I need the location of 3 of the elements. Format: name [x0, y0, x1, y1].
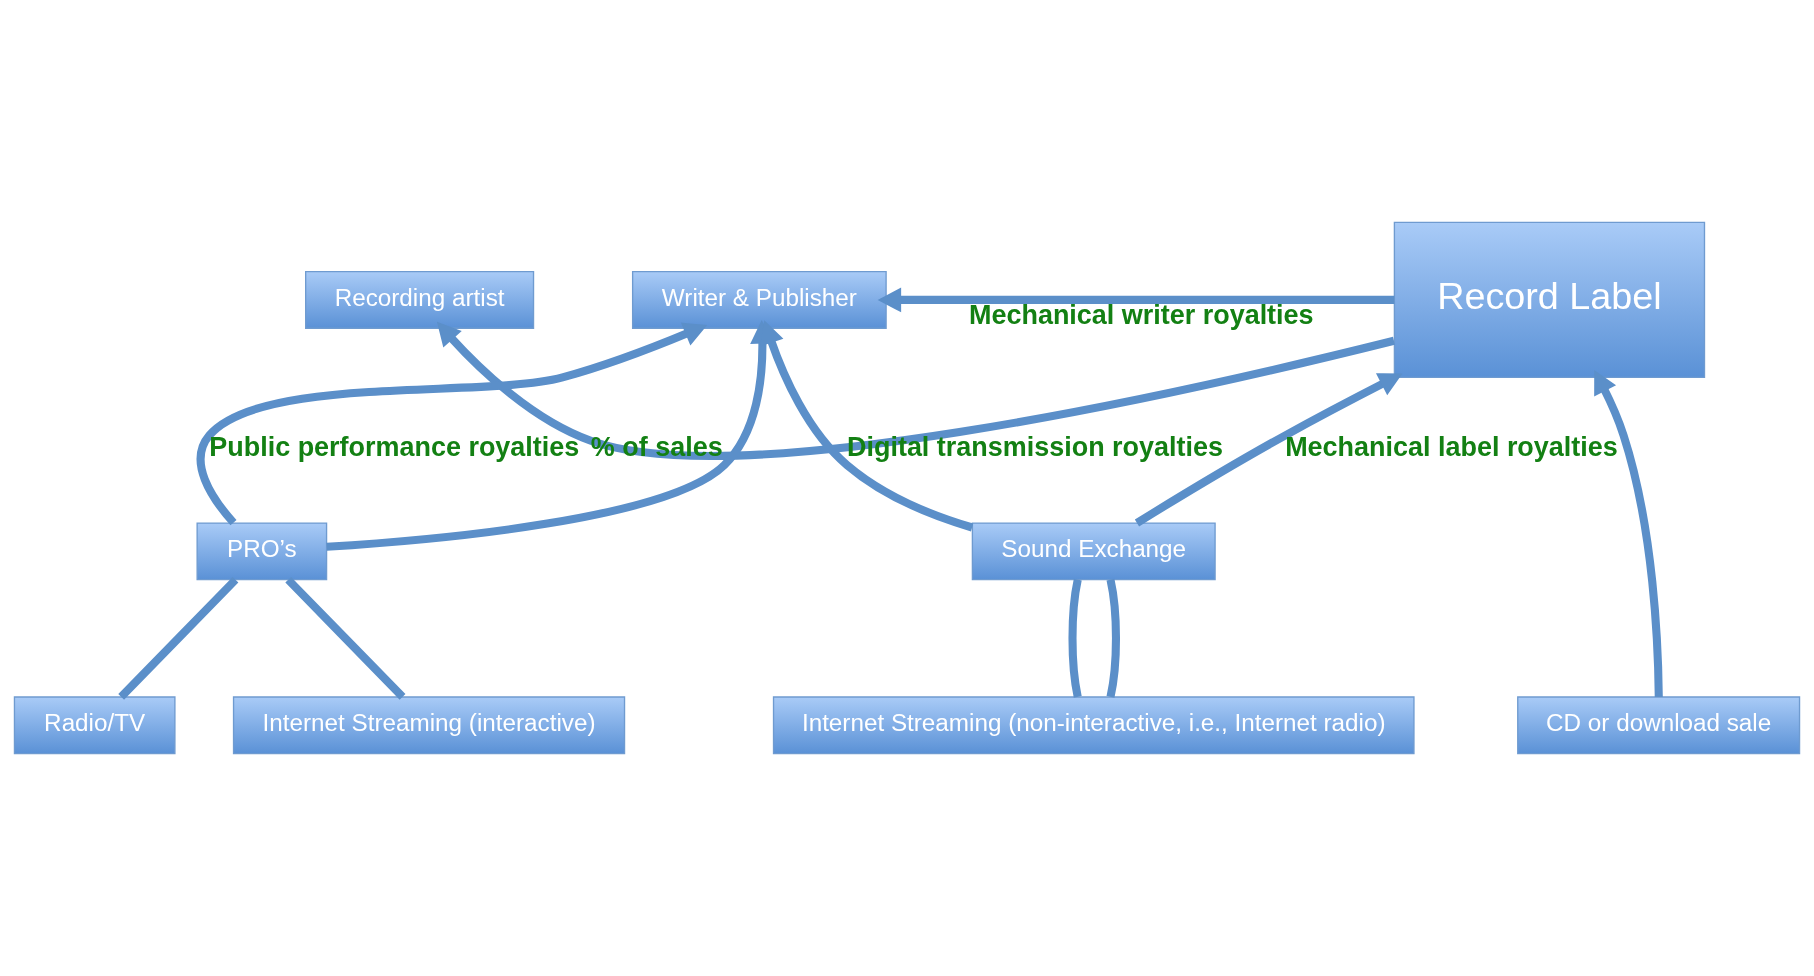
- edge-label: Mechanical label royalties: [1285, 431, 1618, 462]
- edge-label: Mechanical writer royalties: [969, 300, 1314, 331]
- edge-label: Public performance royalties: [209, 431, 580, 462]
